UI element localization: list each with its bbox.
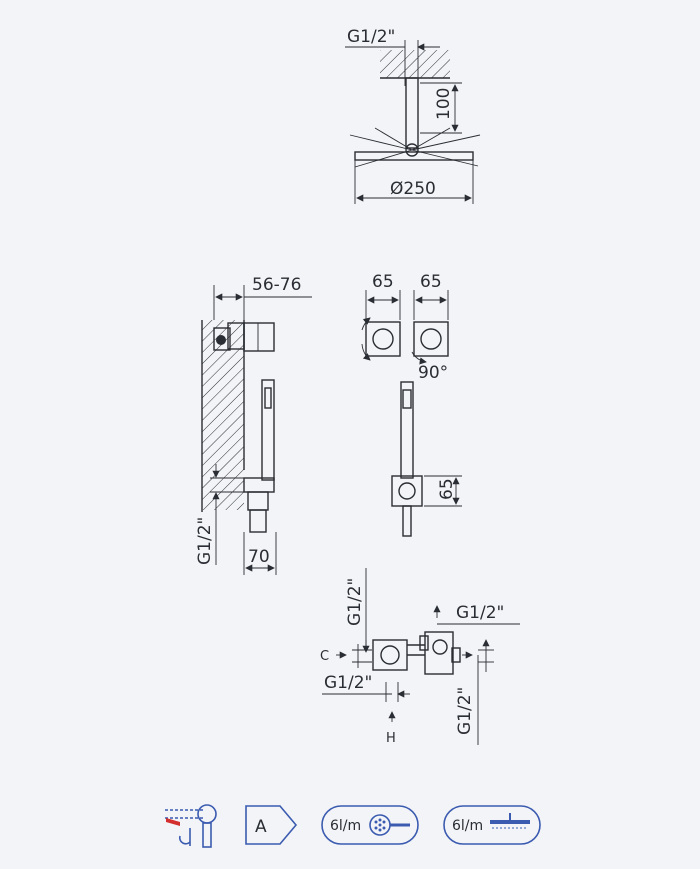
head-thread-label: G1/2" [347, 27, 395, 47]
cold-label: C [320, 649, 329, 664]
shower-arm [405, 77, 419, 149]
diverter-knob [413, 321, 449, 357]
hand-flow-label: 6l/m [330, 818, 361, 834]
depth-range-label: 56-76 [252, 275, 301, 295]
rotation-label: 90° [418, 363, 448, 383]
outlet-thread-label: G1/2" [195, 517, 215, 565]
valve-body-view: G1/2" G1/2" C G1/2" G1/2" H [320, 568, 520, 746]
holder-height-label: 65 [437, 478, 457, 500]
valve-thread-bottom-left: G1/2" [324, 673, 372, 693]
width-left-label: 65 [372, 272, 394, 292]
hand-shower-flow-icon: 6l/m [321, 805, 419, 845]
mixer-tap-icon [165, 804, 217, 848]
valve-block-right [424, 631, 454, 675]
energy-class-icon: A [245, 805, 298, 845]
diameter-label: Ø250 [390, 179, 436, 199]
overhead-shower-flow-icon: 6l/m [443, 805, 541, 845]
rotation-arrow-icon [361, 317, 371, 331]
valve-thread-top-right: G1/2" [456, 603, 504, 623]
shower-head [354, 151, 474, 161]
outlet-depth-label: 70 [248, 547, 270, 567]
hand-shower-side [261, 379, 275, 481]
head-shower-drawing: G1/2" 100 Ø250 [345, 27, 481, 204]
hand-shower-front [400, 381, 414, 479]
thermostat-knob [365, 321, 401, 357]
overhead-flow-label: 6l/m [452, 818, 483, 834]
energy-class-label: A [255, 817, 267, 837]
control-knob-side [243, 322, 275, 352]
hand-shower-holder [391, 475, 423, 507]
badge-row: A 6l/m 6l/m [165, 804, 541, 848]
width-right-label: 65 [420, 272, 442, 292]
front-controls-view: 65 65 90° 65 [361, 272, 462, 537]
wall-side-view: 56-76 G1/2" 70 [195, 275, 312, 575]
valve-block-left [372, 639, 408, 671]
ceiling-hatch [380, 50, 450, 78]
arm-length-label: 100 [434, 88, 454, 120]
valve-thread-top-left: G1/2" [345, 578, 365, 626]
valve-thread-bottom-right: G1/2" [455, 687, 475, 735]
hot-label: H [386, 731, 396, 746]
